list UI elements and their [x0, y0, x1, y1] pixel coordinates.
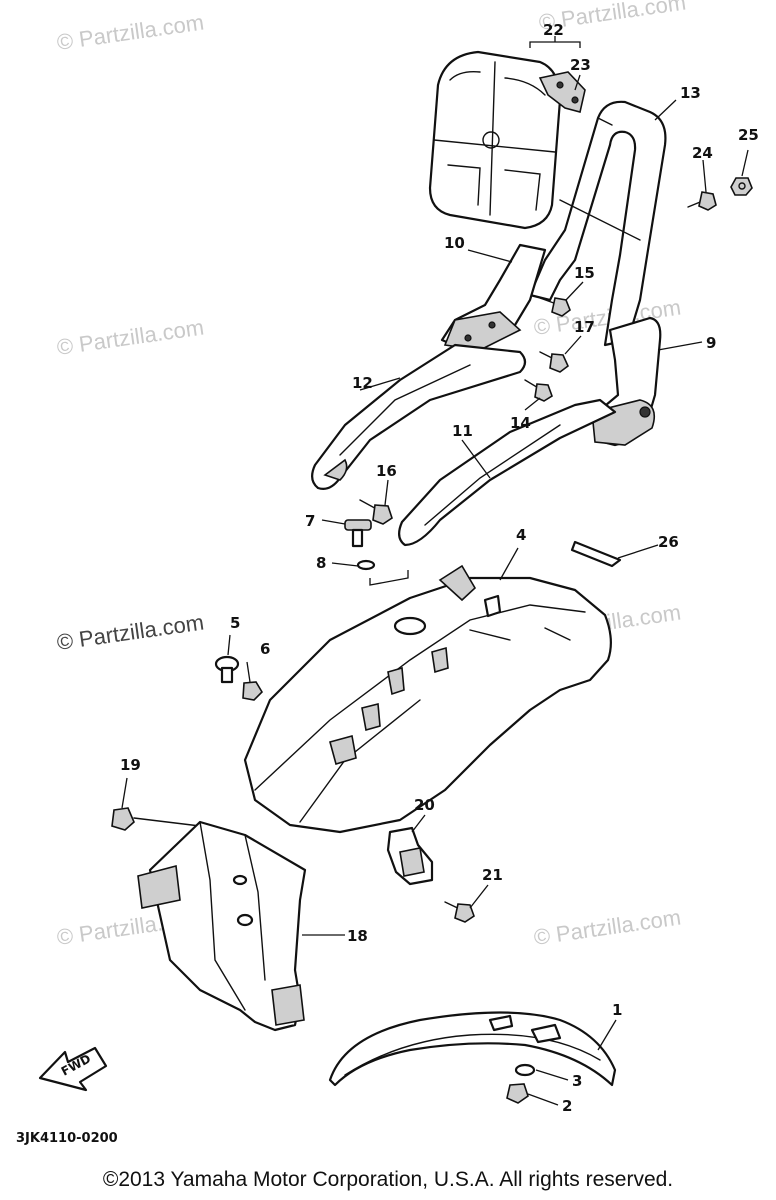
- callout-14: 14: [510, 414, 531, 432]
- bolt-17: [539, 351, 569, 373]
- bolt-15: [539, 297, 571, 317]
- bolt-19: [111, 807, 201, 831]
- watermark: © Partzilla.com: [55, 315, 205, 360]
- nut-25: [730, 177, 753, 196]
- backrest-bracket: [538, 71, 586, 113]
- callout-17: 17: [574, 318, 595, 336]
- callout-9: 9: [706, 334, 716, 352]
- bolt-5: [214, 655, 240, 684]
- emblem-strip: [570, 540, 622, 568]
- callout-3: 3: [572, 1072, 582, 1090]
- callout-19: 19: [120, 756, 141, 774]
- washer-3: [514, 1063, 536, 1077]
- callout-labels: 22 23 13 25 24 10 15 17 9 12 14 11 16 7 …: [120, 21, 759, 1115]
- callout-18: 18: [347, 927, 368, 945]
- washer-8: [356, 559, 376, 571]
- callout-8: 8: [316, 554, 326, 572]
- backrest-pad: [428, 50, 562, 230]
- callout-11: 11: [452, 422, 473, 440]
- bolt-7: [344, 519, 372, 548]
- callout-7: 7: [305, 512, 315, 530]
- callout-4: 4: [516, 526, 526, 544]
- callout-24: 24: [692, 144, 713, 162]
- left-stay-plate: [440, 243, 547, 352]
- callout-1: 1: [612, 1001, 622, 1019]
- callout-16: 16: [376, 462, 397, 480]
- callout-6: 6: [260, 640, 270, 658]
- bolt-21: [444, 901, 475, 923]
- callout-20: 20: [414, 796, 435, 814]
- diagram-code: 3JK4110-0200: [16, 1131, 118, 1146]
- callout-21: 21: [482, 866, 503, 884]
- inner-fender: [137, 820, 307, 1032]
- left-grab-rail: [311, 343, 527, 490]
- callout-26: 26: [658, 533, 679, 551]
- backrest-frame: [528, 100, 667, 347]
- callout-12: 12: [352, 374, 373, 392]
- watermark: © Partzilla.com: [55, 10, 205, 55]
- right-stay-plate: [591, 316, 662, 447]
- bolt-14: [524, 379, 553, 402]
- fender-bracket: [386, 826, 434, 886]
- leader-lines: [121, 36, 749, 1106]
- nut-6: [242, 681, 264, 701]
- front-fender: [328, 1011, 617, 1087]
- callout-22: 22: [543, 21, 564, 39]
- copyright-notice: ©2013 Yamaha Motor Corporation, U.S.A. A…: [102, 1168, 674, 1191]
- bolt-16: [359, 499, 393, 525]
- callout-13: 13: [680, 84, 701, 102]
- bolt-2: [506, 1083, 529, 1104]
- callout-2: 2: [562, 1097, 572, 1115]
- rear-fender: [243, 564, 612, 834]
- callout-25: 25: [738, 126, 759, 144]
- callout-23: 23: [570, 56, 591, 74]
- right-grab-rail: [398, 398, 617, 547]
- watermark: © Partzilla.com: [55, 610, 205, 655]
- watermark: © Partzilla.com: [532, 905, 682, 950]
- callout-5: 5: [230, 614, 240, 632]
- bolt-24: [687, 191, 717, 211]
- callout-10: 10: [444, 234, 465, 252]
- callout-15: 15: [574, 264, 595, 282]
- fwd-arrow: FWD: [38, 1046, 108, 1092]
